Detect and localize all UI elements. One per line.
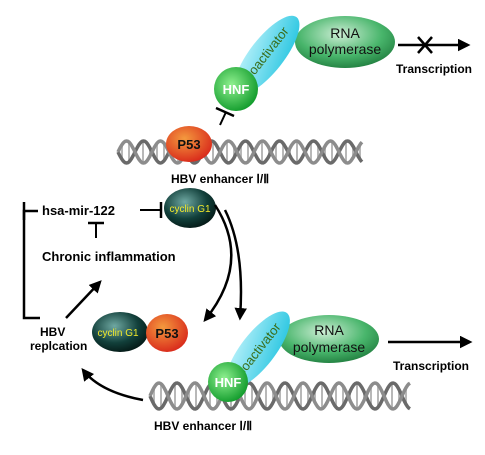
- rna-polymerase-bottom: [279, 315, 379, 363]
- hbv-replication-line1: HBV: [40, 325, 65, 339]
- inhibition-bar-p53-hnf: [215, 106, 235, 118]
- transcription-top-label: Transcription: [396, 62, 472, 76]
- dna-helix-bottom: [148, 381, 411, 411]
- arrow-replication-to-inflammation: [65, 280, 102, 319]
- arrow-cyclin-to-enhancer: [223, 209, 247, 321]
- hbv-replication-line2: replcation: [30, 339, 87, 353]
- enhancer-top-label: HBV enhancer Ⅰ/Ⅱ: [171, 172, 269, 186]
- block-x-icon: [417, 36, 433, 54]
- enhancer-bottom-label: HBV enhancer Ⅰ/Ⅱ: [154, 419, 252, 433]
- hnf-top: [214, 67, 258, 111]
- cyclin-g1-bottom-label: cyclin G1: [97, 328, 139, 339]
- inhibition-line-p53-hnf: [219, 111, 227, 126]
- p53-top: [166, 126, 212, 162]
- dna-strand: [116, 139, 364, 165]
- hnf-top-label: HNF: [223, 82, 250, 97]
- p53-bottom-label: P53: [155, 326, 178, 341]
- arrow-dna-to-replication: [81, 368, 144, 402]
- arrow-cyclin-to-complex: [203, 204, 233, 322]
- dna-helix-top: [116, 139, 364, 165]
- hnf-bottom: [208, 362, 248, 402]
- inflammation-label: Chronic inflammation: [42, 249, 176, 264]
- cyclin-g1-top-label: cyclin G1: [169, 204, 211, 215]
- rna-polymerase-top-line2: polymerase: [309, 41, 382, 57]
- cyclin-g1-bottom: [92, 312, 148, 352]
- mir122-label: hsa-mir-122: [42, 203, 115, 218]
- transcription-bottom-label: Transcription: [393, 359, 469, 373]
- dna-strand: [148, 381, 411, 411]
- replication-inhibition-bracket: [22, 209, 40, 320]
- p53-top-label: P53: [177, 137, 200, 152]
- rna-polymerase-bottom-line1: RNA: [314, 322, 344, 338]
- hnf-bottom-label: HNF: [215, 375, 242, 390]
- rna-polymerase-top-line1: RNA: [330, 25, 360, 41]
- rna-polymerase-bottom-line2: polymerase: [293, 339, 366, 355]
- rna-polymerase-top: [295, 16, 395, 68]
- cyclin-g1-top: [164, 188, 216, 228]
- p53-bottom: [146, 314, 188, 352]
